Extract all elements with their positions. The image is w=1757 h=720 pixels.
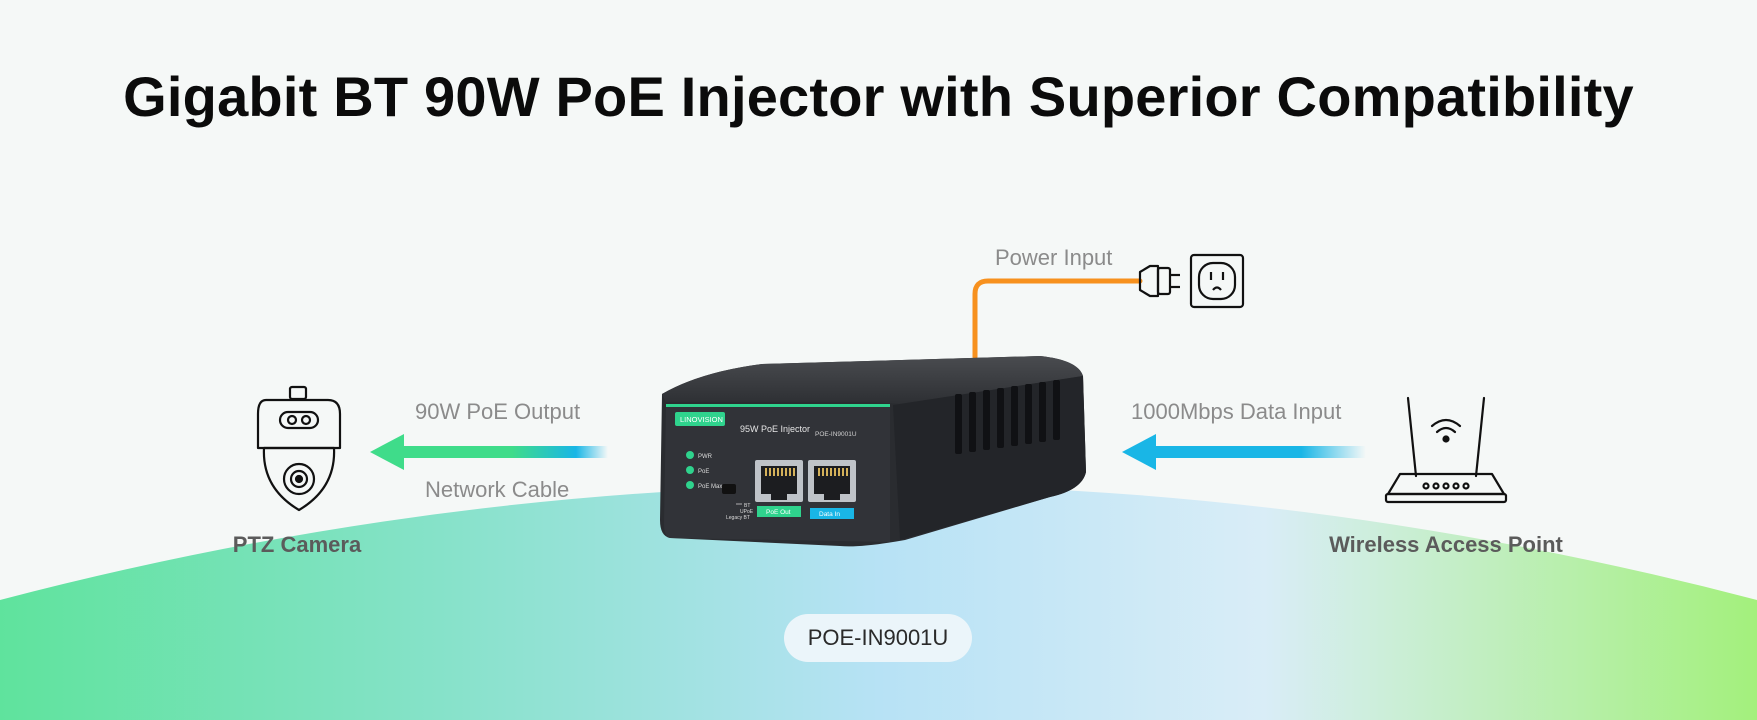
status-leds: PWR PoE PoE Max [686,451,722,490]
port-data-in-label: Data In [819,511,840,518]
ptz-camera-icon [256,385,342,512]
power-cable [972,278,1143,360]
page-title: Gigabit BT 90W PoE Injector with Superio… [123,65,1634,128]
poe-output-arrow [370,434,608,470]
ptz-camera-label: PTZ Camera [232,532,362,557]
led-poemax-label: PoE Max [698,484,722,490]
data-input-label: 1000Mbps Data Input [1131,399,1342,424]
data-input-arrow [1122,434,1366,470]
injector-model: POE-IN9001U [815,431,857,438]
poe-output-label: 90W PoE Output [415,399,581,424]
router-icon [1384,396,1508,504]
mode-switch: BT UPoE Legacy BT [722,484,754,521]
port-poe-out-label: PoE Out [766,509,791,516]
led-poe-label: PoE [698,469,709,475]
rj45-port-right [808,460,856,502]
injector-name: 95W PoE Injector [740,424,810,434]
led-pwr-label: PWR [698,454,713,460]
switch-bt-label: BT [744,503,750,509]
rj45-port-left [755,460,803,502]
switch-upoe-label: UPoE [740,509,754,515]
side-vents [955,380,1060,454]
wireless-ap-label: Wireless Access Point [1329,532,1563,557]
switch-legacy-label: Legacy BT [726,515,750,521]
network-cable-label: Network Cable [425,477,570,502]
poe-injector-device: LINOVISION 95W PoE Injector POE-IN9001U … [660,356,1086,547]
background-hill [0,485,1757,720]
wall-outlet-icon [1189,253,1245,309]
injector-brand: LINOVISION [680,415,723,424]
power-input-label: Power Input [995,245,1113,270]
power-plug-icon [1138,264,1180,298]
model-badge: POE-IN9001U [784,614,972,662]
